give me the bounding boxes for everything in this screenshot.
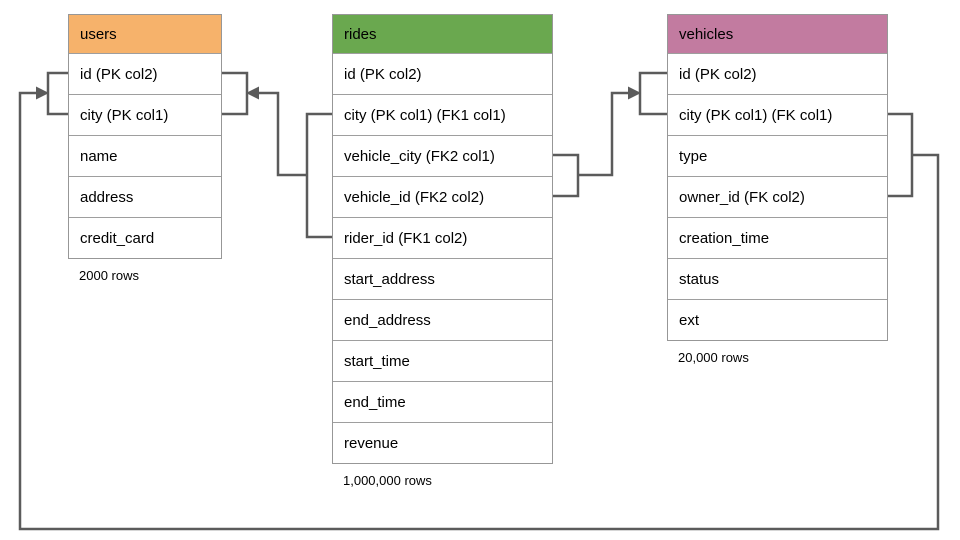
table-column-row: status <box>668 258 887 299</box>
table-vehicles: vehicles id (PK col2)city (PK col1) (FK … <box>667 14 888 365</box>
table-column-row: creation_time <box>668 217 887 258</box>
table-column-row: city (PK col1) (FK1 col1) <box>333 94 552 135</box>
table-column-row: address <box>69 176 221 217</box>
table-column-row: city (PK col1) <box>69 94 221 135</box>
rides-to-vehicles-line <box>578 91 629 177</box>
table-column-row: rider_id (FK1 col2) <box>333 217 552 258</box>
table-column-row: start_time <box>333 340 552 381</box>
table-rides-title: rides <box>333 15 552 53</box>
table-rides-columns: id (PK col2)city (PK col1) (FK1 col1)veh… <box>333 53 552 463</box>
rides-to-users-line <box>258 91 307 177</box>
table-column-row: owner_id (FK col2) <box>668 176 887 217</box>
table-vehicles-columns: id (PK col2)city (PK col1) (FK col1)type… <box>668 53 887 340</box>
table-column-row: vehicle_city (FK2 col1) <box>333 135 552 176</box>
table-rides-box: rides id (PK col2)city (PK col1) (FK1 co… <box>332 14 553 464</box>
table-column-row: revenue <box>333 422 552 463</box>
vehicles-left-pk-bracket <box>638 71 667 116</box>
table-column-row: city (PK col1) (FK col1) <box>668 94 887 135</box>
table-column-row: credit_card <box>69 217 221 258</box>
table-column-row: ext <box>668 299 887 340</box>
vehicles-fk-bracket <box>888 112 914 198</box>
rides-fk1-bracket <box>305 112 332 239</box>
rides-fk2-bracket <box>553 153 580 198</box>
table-column-row: end_time <box>333 381 552 422</box>
table-column-row: end_address <box>333 299 552 340</box>
table-vehicles-rowcount: 20,000 rows <box>678 350 749 365</box>
table-vehicles-title: vehicles <box>668 15 887 53</box>
table-rides: rides id (PK col2)city (PK col1) (FK1 co… <box>332 14 553 488</box>
table-users-rowcount: 2000 rows <box>79 268 139 283</box>
table-users-title: users <box>69 15 221 53</box>
table-column-row: id (PK col2) <box>333 53 552 94</box>
rides-to-users-arrowhead <box>246 86 259 100</box>
users-left-pk-bracket <box>46 71 68 116</box>
table-column-row: start_address <box>333 258 552 299</box>
rides-to-vehicles-arrowhead <box>628 86 641 100</box>
table-vehicles-box: vehicles id (PK col2)city (PK col1) (FK … <box>667 14 888 341</box>
users-right-pk-bracket <box>222 71 249 116</box>
table-column-row: id (PK col2) <box>69 53 221 94</box>
table-column-row: type <box>668 135 887 176</box>
table-column-row: name <box>69 135 221 176</box>
table-rides-rowcount: 1,000,000 rows <box>343 473 432 488</box>
table-column-row: id (PK col2) <box>668 53 887 94</box>
table-column-row: vehicle_id (FK2 col2) <box>333 176 552 217</box>
vehicles-to-users-arrowhead <box>36 86 49 100</box>
